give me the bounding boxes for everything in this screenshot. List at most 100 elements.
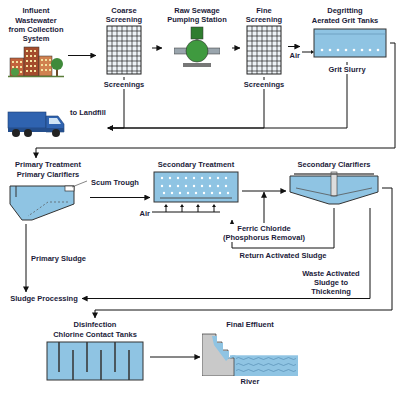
screen-frame <box>247 26 281 74</box>
pump-illustration <box>174 25 220 67</box>
truck-wheel <box>24 129 32 137</box>
screen-bar <box>107 36 141 37</box>
air-bubble <box>193 185 195 187</box>
air-bubble <box>201 177 203 179</box>
arrow-head <box>212 204 216 207</box>
process-label: Air <box>139 209 151 218</box>
baffle <box>128 350 130 380</box>
screen-bar <box>247 46 281 47</box>
baffle <box>86 342 88 372</box>
arrow-head <box>180 204 184 207</box>
air-bubble <box>169 185 171 187</box>
flow-arrow <box>232 48 240 49</box>
process-unit: DegrittingAerated Grit Tanks <box>300 4 390 62</box>
window <box>34 50 36 52</box>
pump-motor <box>191 27 203 39</box>
node-text: Secondary Treatment <box>158 160 234 169</box>
process-unit: Secondary Treatment <box>150 158 242 220</box>
node-text: Final Effluent <box>226 320 274 329</box>
window <box>26 60 28 62</box>
baffle <box>100 350 102 380</box>
air-bubble <box>179 192 181 194</box>
screen-bar <box>107 56 141 57</box>
window <box>12 61 14 63</box>
flow-arrow <box>150 357 200 358</box>
screen-bar <box>107 71 141 72</box>
window <box>26 65 28 67</box>
truck-window <box>49 118 61 124</box>
window <box>20 71 22 73</box>
window <box>12 66 14 68</box>
air-bubble <box>329 49 332 52</box>
window <box>49 69 51 71</box>
air-bubble <box>361 49 364 52</box>
screen-bar <box>267 26 268 74</box>
process-unit: InfluentWastewater from Collection Syste… <box>4 4 68 80</box>
process-unit: Raw Sewage Pumping Station <box>162 4 232 69</box>
air-bubble <box>377 49 380 52</box>
node-text: Fine Screening <box>242 6 286 24</box>
window <box>45 64 47 66</box>
river-wave <box>236 358 296 360</box>
baffle <box>114 342 116 372</box>
building <box>39 56 52 76</box>
truck-bed <box>8 112 46 128</box>
flow-arrow <box>108 62 347 128</box>
clarifier-bridge <box>294 173 374 175</box>
air-bubble <box>171 192 173 194</box>
outfall-steps <box>202 334 234 376</box>
river-illustration <box>202 330 298 376</box>
water-line <box>314 34 386 35</box>
air-bubble <box>209 185 211 187</box>
screen-bar <box>247 31 281 32</box>
truck-illustration <box>6 108 66 138</box>
screen-bar <box>117 26 118 74</box>
air-bubble <box>225 177 227 179</box>
window <box>34 55 36 57</box>
window <box>49 64 51 66</box>
screen-bar <box>252 26 253 74</box>
tree <box>51 58 63 70</box>
node-text: Chlorine Contact Tanks <box>53 330 137 339</box>
primary-illustration <box>8 180 88 222</box>
flow-arrow <box>95 188 392 318</box>
scraper-arm <box>296 188 372 196</box>
node-text: Sludge Processing <box>10 294 78 303</box>
process-unit: to Landfill <box>4 106 108 140</box>
inlet-baffle <box>16 186 17 197</box>
screen-bar <box>127 26 128 74</box>
flow-arrow <box>82 208 370 299</box>
process-label: Scum Trough <box>90 178 140 187</box>
air-bubble <box>345 49 348 52</box>
air-bubble <box>321 49 324 52</box>
truck-wheel <box>52 129 60 137</box>
screen-bar <box>272 26 273 74</box>
window <box>26 55 28 57</box>
air-bubble <box>211 192 213 194</box>
building <box>24 47 39 76</box>
window <box>34 60 36 62</box>
diffuser <box>160 198 232 199</box>
node-text: Coarse Screening <box>98 6 150 24</box>
window <box>26 70 28 72</box>
chemical-feed-label: Ferric Chloride (Phosphorus Removal) <box>215 224 313 242</box>
window <box>34 70 36 72</box>
air-bubble <box>185 185 187 187</box>
air-bubble <box>209 177 211 179</box>
air-bubble <box>217 177 219 179</box>
ground <box>8 76 64 78</box>
aeration-illustration <box>152 170 240 218</box>
air-bubble <box>161 177 163 179</box>
grid-illustration <box>106 25 142 75</box>
node-text: Disinfection <box>74 320 117 329</box>
air-bubble <box>177 185 179 187</box>
screen-bar <box>107 31 141 32</box>
air-bubble <box>163 192 165 194</box>
screen-bar <box>107 46 141 47</box>
air-bubble <box>219 192 221 194</box>
process-unit: Final EffluentRiver <box>200 318 300 388</box>
air-bubble <box>177 177 179 179</box>
node-text: Primary Treatment <box>15 160 81 169</box>
clarifier-tank <box>10 186 74 220</box>
